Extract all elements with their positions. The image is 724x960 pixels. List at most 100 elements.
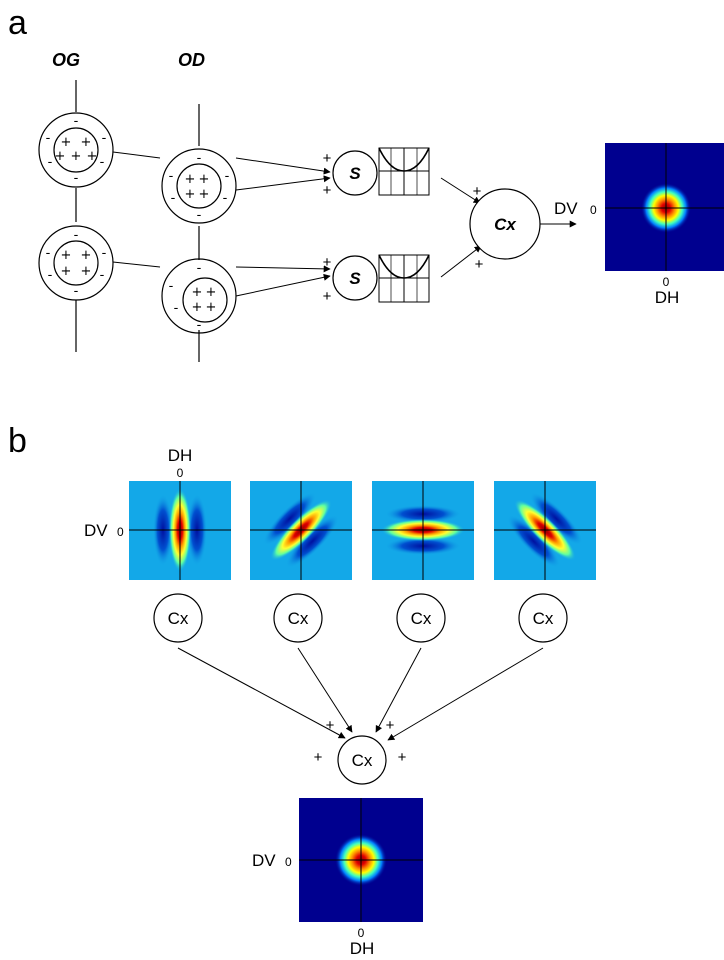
output-map-a-dv-label: DV <box>554 199 578 218</box>
od-receptive-field-bottom: ++ ++ -- -- <box>161 258 237 334</box>
svg-text:+: + <box>192 300 203 315</box>
output-map-a <box>605 143 724 271</box>
input-map-dv-label: DV <box>84 521 108 540</box>
input-complex-cell-4: Cx <box>518 593 568 643</box>
svg-text:-: - <box>74 171 79 186</box>
svg-text:Cx: Cx <box>288 609 309 628</box>
svg-text:-: - <box>100 268 105 283</box>
svg-text:+: + <box>61 248 72 263</box>
svg-text:+: + <box>475 256 484 273</box>
svg-text:-: - <box>225 169 230 184</box>
og-receptive-field-bottom: ++ ++ -- -- -- <box>38 225 114 301</box>
og-receptive-field-top: ++ +++ -- -- -- <box>38 112 114 188</box>
simple-cell-top: S <box>332 150 378 196</box>
svg-text:+: + <box>185 187 196 202</box>
svg-text:+: + <box>323 182 332 199</box>
svg-text:+: + <box>61 135 72 150</box>
svg-text:Cx: Cx <box>352 751 373 770</box>
svg-text:S: S <box>349 164 361 183</box>
connections-b <box>177 647 544 741</box>
svg-text:+: + <box>87 149 98 164</box>
svg-text:-: - <box>102 131 107 146</box>
output-map-b <box>299 798 423 922</box>
input-map-oblique-right <box>250 481 352 580</box>
output-map-b-dh-label: DH <box>350 939 375 958</box>
input-map-dv-zero: 0 <box>117 525 124 539</box>
input-map-horizontal <box>372 481 474 580</box>
input-map-vertical <box>129 481 231 580</box>
svg-text:+: + <box>199 172 210 187</box>
right-eye-label: OD <box>178 50 205 70</box>
panel-b-label: b <box>8 422 27 460</box>
svg-text:-: - <box>197 261 202 276</box>
svg-text:-: - <box>48 155 53 170</box>
svg-text:-: - <box>174 301 179 316</box>
complex-cell-a-signs: + + <box>473 183 484 273</box>
input-complex-cell-2: Cx <box>273 593 323 643</box>
simple-cell-bottom: S <box>332 255 378 301</box>
output-cell-signs: + + + + <box>314 717 407 766</box>
complex-cell-a: Cx <box>469 188 541 260</box>
svg-text:-: - <box>169 169 174 184</box>
od-receptive-field-top: ++ ++ - - - - - - <box>161 148 237 224</box>
svg-text:-: - <box>48 268 53 283</box>
svg-text:+: + <box>71 149 82 164</box>
svg-text:Cx: Cx <box>494 215 517 234</box>
svg-text:+: + <box>386 717 395 734</box>
svg-text:-: - <box>74 228 79 243</box>
svg-text:+: + <box>323 150 332 167</box>
svg-text:+: + <box>323 288 332 305</box>
output-map-a-dh-zero: 0 <box>663 275 670 289</box>
svg-text:+: + <box>55 149 66 164</box>
svg-text:+: + <box>81 248 92 263</box>
svg-text:+: + <box>192 285 203 300</box>
svg-text:+: + <box>185 172 196 187</box>
output-map-a-dh-label: DH <box>655 288 680 307</box>
svg-text:Cx: Cx <box>533 609 554 628</box>
svg-text:-: - <box>46 131 51 146</box>
svg-text:+: + <box>206 300 217 315</box>
input-map-oblique-left <box>494 481 596 580</box>
output-complex-cell: Cx <box>337 735 387 785</box>
connections-a <box>112 151 331 297</box>
svg-text:+: + <box>199 187 210 202</box>
svg-text:+: + <box>206 285 217 300</box>
svg-text:-: - <box>197 318 202 333</box>
simple-cell-bottom-signs: + + <box>323 254 332 305</box>
svg-text:S: S <box>349 269 361 288</box>
svg-text:-: - <box>74 114 79 129</box>
svg-text:+: + <box>323 254 332 271</box>
output-map-b-dv-zero: 0 <box>285 855 292 869</box>
svg-text:+: + <box>81 135 92 150</box>
nonlinearity-plot-bottom <box>378 254 430 303</box>
nonlinearity-plot-top <box>378 147 430 196</box>
svg-text:Cx: Cx <box>168 609 189 628</box>
output-map-b-dh-zero: 0 <box>358 926 365 940</box>
svg-text:+: + <box>473 183 482 200</box>
svg-text:+: + <box>61 264 72 279</box>
svg-text:-: - <box>100 155 105 170</box>
svg-text:-: - <box>102 246 107 261</box>
input-complex-cell-3: Cx <box>396 593 446 643</box>
svg-text:-: - <box>169 279 174 294</box>
input-complex-cell-1: Cx <box>153 593 203 643</box>
svg-text:-: - <box>223 191 228 206</box>
left-eye-label: OG <box>52 50 80 70</box>
simple-cell-top-signs: + + <box>323 150 332 199</box>
svg-text:-: - <box>197 208 202 223</box>
output-map-a-dv-zero: 0 <box>590 203 597 217</box>
input-map-dh-label: DH <box>168 446 193 465</box>
panel-a-label: a <box>8 4 27 42</box>
output-map-b-dv-label: DV <box>252 851 276 870</box>
svg-text:-: - <box>171 191 176 206</box>
svg-text:+: + <box>326 717 335 734</box>
svg-text:+: + <box>81 264 92 279</box>
svg-text:+: + <box>314 749 323 766</box>
svg-text:-: - <box>74 284 79 299</box>
svg-text:-: - <box>197 151 202 166</box>
svg-text:Cx: Cx <box>411 609 432 628</box>
input-map-dh-zero: 0 <box>177 466 184 480</box>
connections-a-cx <box>440 177 577 278</box>
svg-text:-: - <box>46 246 51 261</box>
svg-text:+: + <box>398 749 407 766</box>
